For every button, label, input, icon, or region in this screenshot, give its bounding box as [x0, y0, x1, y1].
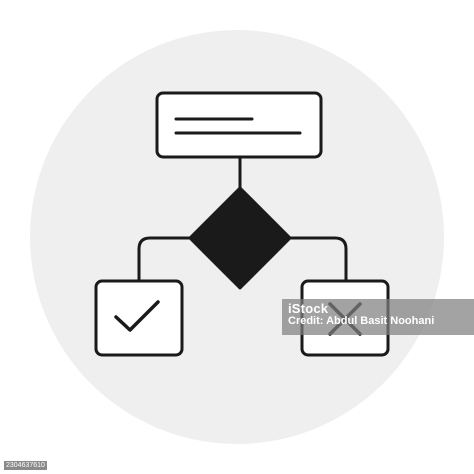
checkmark-icon — [114, 300, 160, 332]
left-connector-line — [137, 236, 194, 283]
stock-watermark: iStock Credit: Abdul Basit Noohani — [282, 299, 474, 335]
decision-diamond-icon — [188, 186, 292, 290]
yes-outcome-box — [94, 279, 184, 357]
watermark-credit: Credit: Abdul Basit Noohani — [288, 314, 435, 327]
process-box — [155, 91, 323, 159]
watermark-brand: iStock — [288, 301, 329, 316]
right-connector-line — [286, 236, 348, 283]
stock-image-id: 2304637610 — [4, 461, 47, 470]
